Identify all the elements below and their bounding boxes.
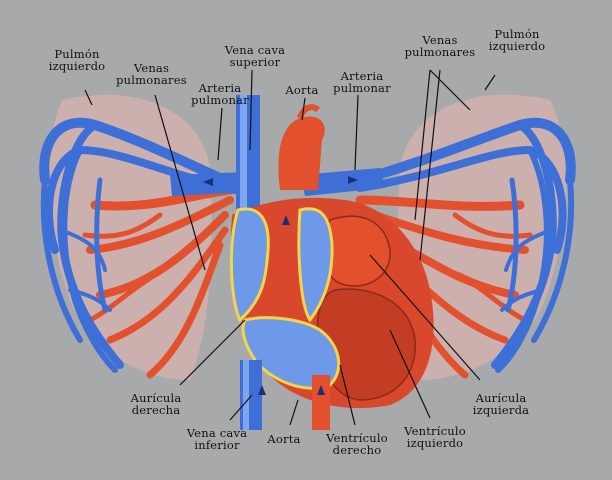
label-aorta-top: Aorta xyxy=(285,83,319,97)
descending-aorta xyxy=(312,375,330,430)
right-heart-chambers xyxy=(229,207,341,390)
label-venas-pulmonares-right: Venas pulmonares xyxy=(404,33,476,59)
label-arteria-pulmonar-right: Arteria pulmonar xyxy=(333,69,391,95)
lung-left xyxy=(48,94,212,380)
right-pulmonary-veins xyxy=(355,117,576,373)
label-arteria-pulmonar-left: Arteria pulmonar xyxy=(191,81,249,107)
label-venas-pulmonares-left: Venas pulmonares xyxy=(116,61,187,87)
label-auricula-izquierda: Aurícula izquierda xyxy=(472,391,530,417)
label-vena-cava-superior: Vena cava superior xyxy=(224,43,286,69)
label-pulmon-izquierdo-left: Pulmón izquierdo xyxy=(48,47,106,73)
left-pulmonary-veins xyxy=(39,117,240,373)
label-aorta-bottom: Aorta xyxy=(267,432,301,446)
leader-lines xyxy=(84,69,496,426)
left-pulmonary-arteries xyxy=(82,185,235,379)
label-auricula-derecha: Aurícula derecha xyxy=(130,391,182,417)
inferior-vena-cava xyxy=(240,360,262,430)
label-ventriculo-derecho: Ventrículo derecho xyxy=(326,431,388,457)
aorta-arch xyxy=(278,104,325,190)
label-pulmon-izquierdo-right: Pulmón izquierdo xyxy=(488,27,546,53)
label-vena-cava-inferior: Vena cava inferior xyxy=(186,426,248,452)
superior-vena-cava xyxy=(236,95,260,215)
label-ventriculo-izquierdo: Ventrículo izquierdo xyxy=(404,424,466,450)
flow-arrows xyxy=(203,176,358,395)
